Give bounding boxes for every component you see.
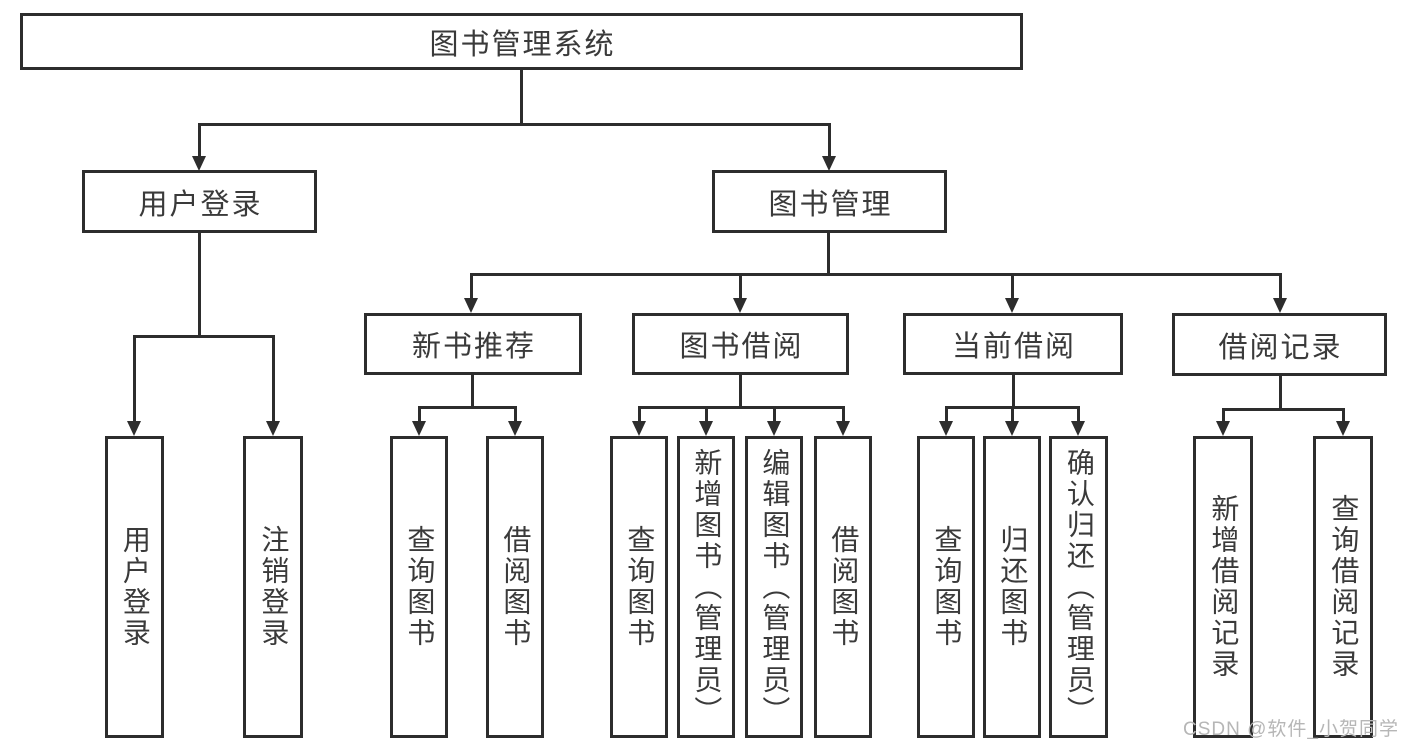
arrow-down-icon <box>1273 298 1287 313</box>
connector-level2-rail <box>470 273 1281 276</box>
arrow-down-icon <box>767 421 781 436</box>
connector-new-book-drop <box>471 375 474 406</box>
leaf-add-books-admin: 新增图书（管理员） <box>677 436 735 738</box>
leaf-label: 新增图书（管理员） <box>691 447 723 727</box>
leaf-label: 借阅图书 <box>828 525 860 649</box>
leaf-label: 借阅图书 <box>500 525 532 649</box>
arrow-down-icon <box>822 156 836 171</box>
leaf-query-books: 查询图书 <box>917 436 975 738</box>
leaf-query-books: 查询图书 <box>610 436 668 738</box>
connector-shaft <box>514 406 517 422</box>
connector-shaft <box>1342 408 1345 422</box>
connector-shaft <box>1222 408 1225 422</box>
leaf-logout: 注销登录 <box>243 436 303 738</box>
arrow-down-icon <box>464 298 478 313</box>
root-title-label: 图书管理系统 <box>429 28 616 61</box>
arrow-down-icon <box>632 421 646 436</box>
arrow-down-icon <box>836 421 850 436</box>
connector-shaft-leaf-logout <box>272 335 275 423</box>
connector-new-book-rail <box>418 406 516 409</box>
leaf-add-borrow-record: 新增借阅记录 <box>1193 436 1253 738</box>
leaf-label: 查询图书 <box>404 525 436 649</box>
arrow-down-icon <box>733 298 747 313</box>
arrow-down-icon <box>127 421 141 436</box>
leaf-label: 用户登录 <box>119 525 151 649</box>
connector-shaft <box>705 406 708 422</box>
leaf-label: 确认归还（管理员） <box>1063 447 1095 727</box>
connector-shaft <box>638 406 641 422</box>
connector-borrow-records-rail <box>1222 408 1344 411</box>
connector-book-borrow-rail <box>638 406 844 409</box>
arrow-down-icon <box>1071 421 1085 436</box>
connector-shaft <box>842 406 845 422</box>
node-book-management: 图书管理 <box>712 170 947 233</box>
current-borrow-label: 当前借阅 <box>951 331 1076 363</box>
node-borrow-records: 借阅记录 <box>1172 313 1387 376</box>
leaf-label: 新增借阅记录 <box>1208 494 1240 680</box>
connector-shaft <box>945 406 948 422</box>
leaf-edit-books-admin: 编辑图书（管理员） <box>745 436 803 738</box>
arrow-down-icon <box>1336 421 1350 436</box>
node-new-book-recommend: 新书推荐 <box>364 313 582 375</box>
connector-shaft-leaf-login <box>133 335 136 423</box>
leaf-label: 查询借阅记录 <box>1328 494 1360 680</box>
leaf-confirm-return-admin: 确认归还（管理员） <box>1049 436 1108 738</box>
connector-level1-rail <box>198 123 831 126</box>
book-borrow-label: 图书借阅 <box>679 331 804 363</box>
connector-shaft-new-book <box>470 273 473 300</box>
leaf-user-login: 用户登录 <box>105 436 164 738</box>
arrow-down-icon <box>266 421 280 436</box>
csdn-watermark: CSDN @软件_小贺同学 <box>1183 719 1399 740</box>
leaf-label: 编辑图书（管理员） <box>759 447 791 727</box>
leaf-label: 查询图书 <box>931 525 963 649</box>
leaf-label: 查询图书 <box>624 525 656 649</box>
connector-user-login-drop <box>198 233 201 335</box>
borrow-records-label: 借阅记录 <box>1218 331 1343 364</box>
arrow-down-icon <box>699 421 713 436</box>
connector-shaft-user-login <box>198 123 201 157</box>
leaf-query-borrow-record: 查询借阅记录 <box>1313 436 1373 738</box>
connector-book-borrow-drop <box>739 375 742 406</box>
leaf-label: 归还图书 <box>997 525 1029 649</box>
arrow-down-icon <box>192 156 206 171</box>
leaf-borrow-books: 借阅图书 <box>486 436 544 738</box>
new-book-recommend-label: 新书推荐 <box>411 331 536 363</box>
arrow-down-icon <box>939 421 953 436</box>
node-book-borrow: 图书借阅 <box>632 313 849 375</box>
connector-shaft-borrow-records <box>1279 273 1282 300</box>
connector-current-borrow-drop <box>1012 375 1015 406</box>
arrow-down-icon <box>508 421 522 436</box>
node-user-login: 用户登录 <box>82 170 317 233</box>
connector-shaft <box>418 406 421 422</box>
leaf-return-books: 归还图书 <box>983 436 1041 738</box>
node-root-title: 图书管理系统 <box>20 13 1023 70</box>
connector-shaft <box>1011 406 1014 422</box>
arrow-down-icon <box>412 421 426 436</box>
book-management-label: 图书管理 <box>768 188 893 221</box>
connector-shaft <box>773 406 776 422</box>
user-login-label: 用户登录 <box>138 188 263 221</box>
connector-shaft <box>1077 406 1080 422</box>
leaf-borrow-books: 借阅图书 <box>814 436 872 738</box>
leaf-query-books: 查询图书 <box>390 436 448 738</box>
leaf-label: 注销登录 <box>258 525 290 649</box>
connector-book-mgmt-drop <box>827 233 830 273</box>
arrow-down-icon <box>1005 421 1019 436</box>
connector-shaft-book-borrow <box>739 273 742 300</box>
arrow-down-icon <box>1005 298 1019 313</box>
connector-user-login-rail <box>133 335 274 338</box>
connector-root-drop <box>520 70 523 123</box>
arrow-down-icon <box>1216 421 1230 436</box>
connector-shaft-current-borrow <box>1011 273 1014 300</box>
connector-shaft-book-mgmt <box>828 123 831 157</box>
connector-borrow-records-drop <box>1279 375 1282 408</box>
node-current-borrow: 当前借阅 <box>903 313 1123 375</box>
